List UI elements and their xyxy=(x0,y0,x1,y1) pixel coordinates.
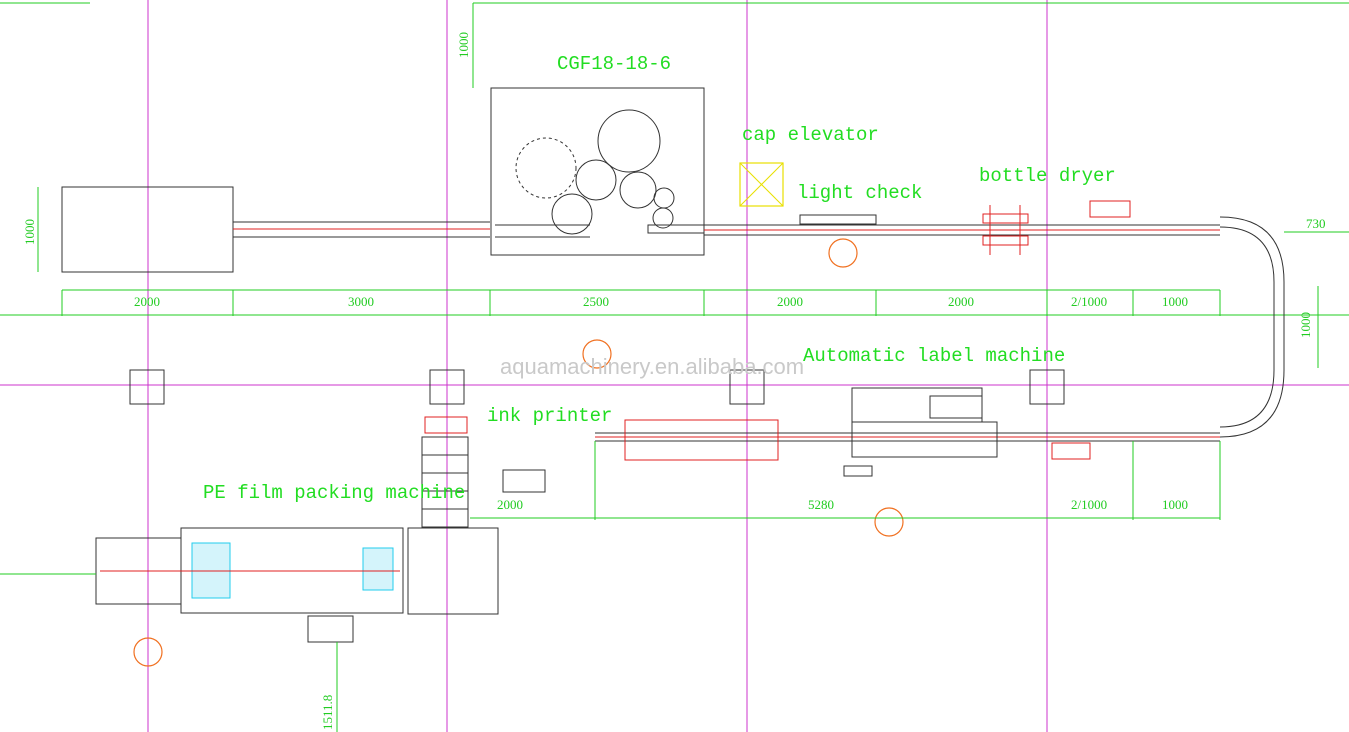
cap-elevator xyxy=(739,162,784,207)
label-machine-label: Automatic label machine xyxy=(803,345,1065,367)
motors xyxy=(424,200,1131,460)
light-check-label: light check xyxy=(797,182,922,204)
light-check-table xyxy=(799,214,877,225)
dim-bottom-4: 1000 xyxy=(1162,497,1188,512)
dim-top-height: 1000 xyxy=(456,32,471,58)
dim-top-4: 2000 xyxy=(777,294,803,309)
capper-machine xyxy=(490,87,705,256)
frame-lines xyxy=(0,2,1349,316)
ink-printer-label: ink printer xyxy=(487,405,612,427)
dim-top-6: 2/1000 xyxy=(1071,294,1107,309)
dim-top-7: 1000 xyxy=(1162,294,1188,309)
label-machine xyxy=(843,387,998,477)
top-conveyor xyxy=(595,216,1285,442)
dim-right-height: 1000 xyxy=(1298,312,1313,338)
pe-film-label: PE film packing machine xyxy=(203,482,465,504)
dim-bottom-2: 5280 xyxy=(808,497,834,512)
operators xyxy=(133,238,904,667)
capper-label: CGF18-18-6 xyxy=(557,53,671,75)
bottle-dryer xyxy=(982,205,1029,255)
ink-printer xyxy=(502,419,779,493)
dim-top-3: 2500 xyxy=(583,294,609,309)
dim-bottom-vertical: 1511.8 xyxy=(320,695,335,730)
column-bases xyxy=(129,369,1065,405)
pe-film-machine xyxy=(0,527,499,643)
dim-top-1: 2000 xyxy=(134,294,160,309)
cap-elevator-label: cap elevator xyxy=(742,124,879,146)
dim-bottom-3: 2/1000 xyxy=(1071,497,1107,512)
dim-left-height: 1000 xyxy=(22,219,37,245)
dimension-lines xyxy=(37,187,1349,732)
dim-right-width: 730 xyxy=(1306,216,1326,231)
dim-top-5: 2000 xyxy=(948,294,974,309)
dim-bottom-1: 2000 xyxy=(497,497,523,512)
feed-table xyxy=(61,186,490,273)
dim-top-2: 3000 xyxy=(348,294,374,309)
watermark: aquamachinery.en.alibaba.com xyxy=(500,354,804,379)
bottle-dryer-label: bottle dryer xyxy=(979,165,1116,187)
vertical-conveyor xyxy=(421,436,469,528)
